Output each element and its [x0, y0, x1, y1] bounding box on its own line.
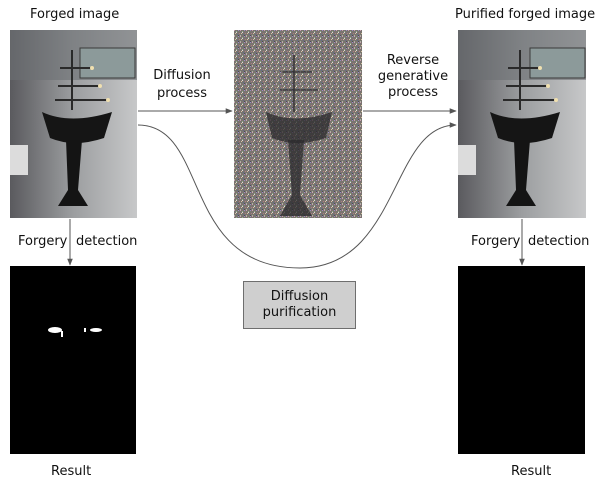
- diffusion-process-label: Diffusion process: [150, 68, 214, 101]
- result-label-right: Result: [511, 464, 552, 479]
- forged-image: [10, 30, 137, 218]
- detection-label-right-b: detection: [528, 234, 590, 249]
- reverse-line2: generative: [377, 69, 449, 84]
- arrows: [67, 108, 525, 269]
- forgery-blob: [90, 328, 102, 332]
- purification-curve-arrow: [137, 122, 457, 269]
- noisy-image: [234, 30, 362, 218]
- forgery-blob: [48, 327, 62, 333]
- result-label-left: Result: [51, 464, 92, 479]
- result-mask-right: [458, 266, 585, 454]
- purification-line2: purification: [262, 305, 337, 320]
- detection-label-left-a: Forgery: [18, 234, 68, 249]
- forged-image-title: Forged image: [30, 7, 120, 22]
- reverse-process-label: Reverse generative process: [374, 53, 452, 100]
- diffusion-process-line2: process: [157, 86, 207, 101]
- purification-line1: Diffusion: [270, 289, 329, 304]
- reverse-line1: Reverse: [386, 53, 440, 68]
- detection-label-left-b: detection: [76, 234, 138, 249]
- purified-image-title: Purified forged image: [455, 7, 595, 22]
- result-mask-left: [10, 266, 136, 454]
- purified-image: [458, 30, 586, 218]
- detection-label-right-a: Forgery: [471, 234, 521, 249]
- diffusion-process-line1: Diffusion: [153, 68, 211, 83]
- diffusion-purification-box: Diffusion purification: [243, 281, 356, 329]
- reverse-line3: process: [388, 85, 438, 100]
